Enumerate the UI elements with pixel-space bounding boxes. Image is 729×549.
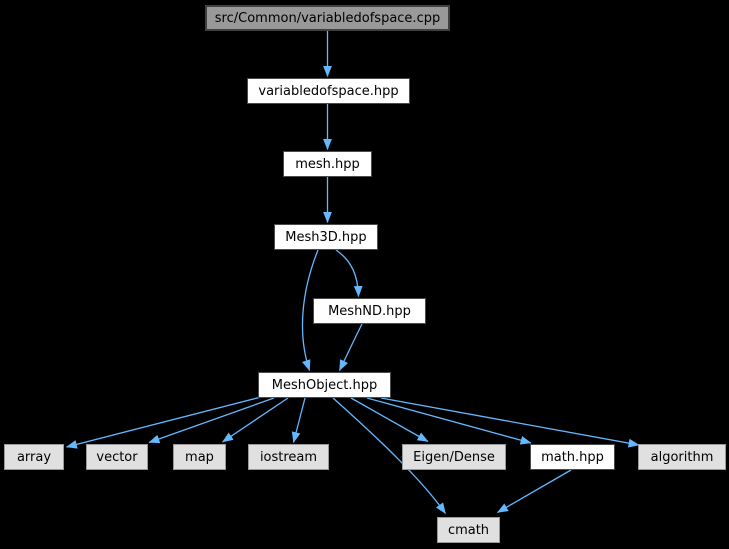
edge-meshobject-hpp-to-math-hpp [366, 397, 532, 445]
edge-mesh3d-hpp-to-meshnd-hpp [335, 249, 363, 298]
node-meshnd-hpp[interactable]: MeshND.hpp [313, 298, 426, 324]
node-variabledofspace-hpp[interactable]: variabledofspace.hpp [247, 78, 410, 104]
node-vector[interactable]: vector [86, 444, 148, 470]
edge-meshobject-hpp-to-array [65, 396, 262, 449]
edge-meshobject-hpp-to-cmath [332, 397, 447, 514]
node-cmath[interactable]: cmath [437, 517, 500, 543]
node-array[interactable]: array [4, 444, 64, 470]
edge-meshobject-hpp-to-eigen-dense [350, 397, 429, 443]
node-meshobject-hpp[interactable]: MeshObject.hpp [258, 372, 391, 398]
node-math-hpp[interactable]: math.hpp [530, 444, 615, 470]
node-mesh-hpp[interactable]: mesh.hpp [283, 151, 372, 177]
edge-math-hpp-to-cmath [497, 469, 572, 514]
edge-meshnd-hpp-to-meshobject-hpp [338, 323, 363, 371]
node-mesh3d-hpp[interactable]: Mesh3D.hpp [274, 224, 378, 250]
edge-meshobject-hpp-to-iostream [291, 397, 306, 444]
edge-mesh3d-hpp-to-meshobject-hpp [301, 249, 319, 372]
edge-meshobject-hpp-to-map [222, 397, 289, 443]
edge-meshobject-hpp-to-algorithm [380, 397, 640, 448]
node-algorithm[interactable]: algorithm [638, 444, 726, 470]
node-map[interactable]: map [173, 444, 226, 470]
node-src-common-variabledofspace-cpp[interactable]: src/Common/variabledofspace.cpp [205, 5, 450, 31]
edge-meshobject-hpp-to-vector [148, 397, 275, 444]
node-eigen-dense[interactable]: Eigen/Dense [402, 444, 506, 470]
node-iostream[interactable]: iostream [248, 444, 329, 470]
